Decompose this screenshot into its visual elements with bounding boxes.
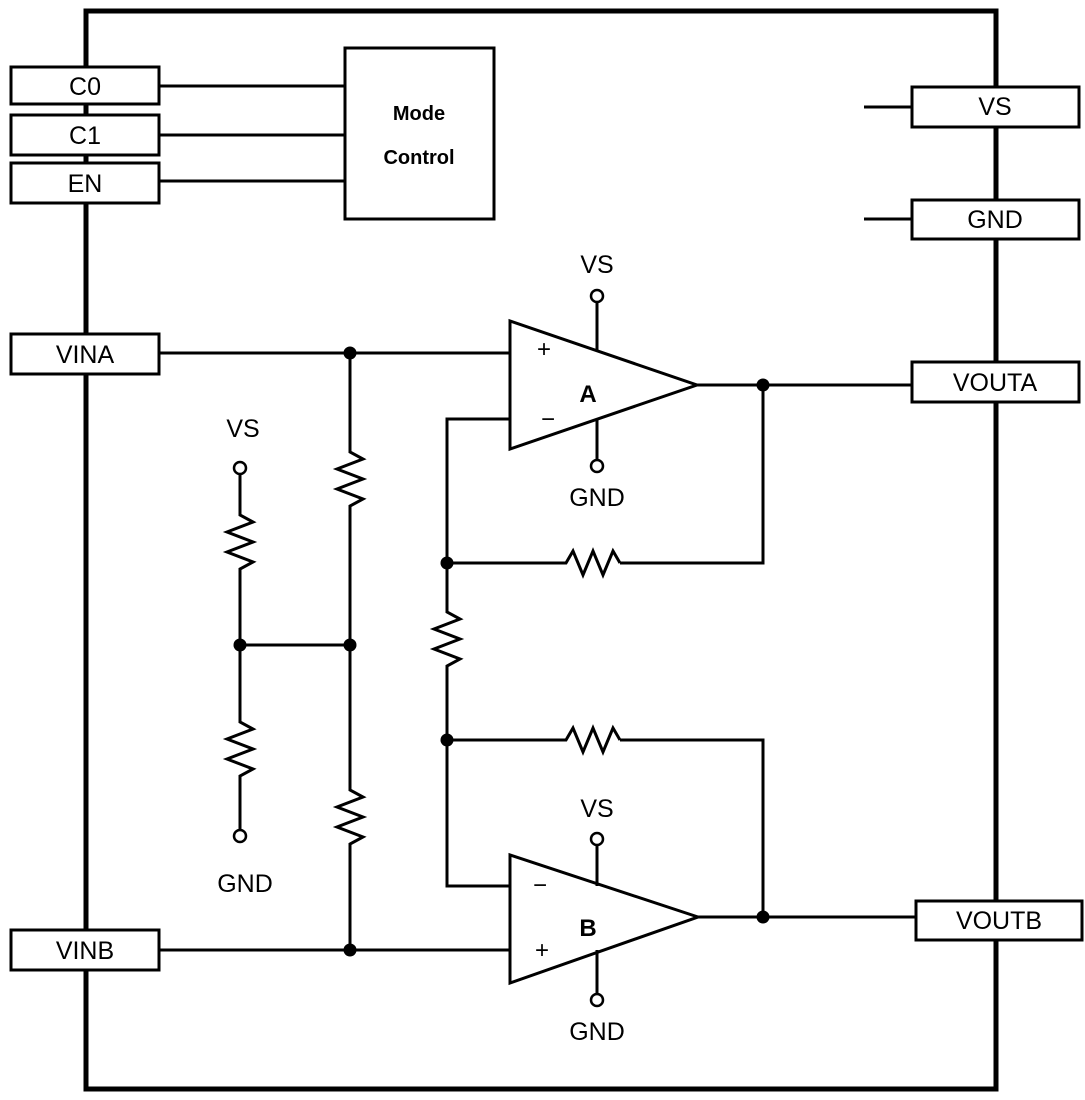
opamp-b-vs-terminal [589, 831, 605, 847]
resistor-bias-bottom [222, 645, 258, 830]
opamp-a-label: A [579, 381, 596, 408]
mode-control-block: Mode Control [343, 46, 496, 221]
junction-feedback-a [440, 556, 454, 570]
junction-mid [343, 638, 357, 652]
package-outline [83, 8, 999, 1092]
bias-vs-label: VS [226, 415, 259, 443]
resistor-feedback-a [447, 547, 622, 579]
pin-vs-label: VS [978, 93, 1011, 121]
pin-vs: VS [910, 85, 1081, 129]
junction-vinb [343, 943, 357, 957]
bias-gnd-label: GND [217, 870, 273, 898]
bias-gnd-terminal [232, 828, 248, 844]
junction-vina [343, 346, 357, 360]
pin-vinb-label: VINB [56, 937, 114, 965]
opamp-a-vs-terminal [589, 288, 605, 304]
junction-voutb [756, 910, 770, 924]
pin-gnd-label: GND [967, 206, 1023, 234]
junction-bias [233, 638, 247, 652]
resistor-gain [429, 563, 465, 740]
pin-c1-label: C1 [69, 122, 101, 150]
opamp-a-vs-label: VS [580, 251, 613, 279]
opamp-b-label: B [579, 915, 596, 942]
opamp-b: − + B [508, 852, 703, 986]
opamp-b-inverting-wire [445, 740, 510, 888]
junction-feedback-b [440, 733, 454, 747]
opamp-b-gnd-terminal [589, 992, 605, 1008]
resistor-bias-top [222, 474, 258, 645]
pin-vina-label: VINA [56, 341, 115, 369]
pin-en-label: EN [68, 170, 103, 198]
pin-voutb: VOUTB [914, 899, 1084, 942]
mode-control-line1: Mode [393, 103, 445, 125]
pin-vinb: VINB [9, 928, 161, 972]
opamp-a-minus: − [541, 406, 555, 433]
resistor-feedback-b [447, 724, 622, 756]
pin-vina: VINA [9, 332, 161, 376]
opamp-b-triangle [508, 852, 703, 986]
opamp-a-gnd-terminal [589, 458, 605, 474]
opamp-b-minus: − [533, 872, 547, 899]
pin-c0-label: C0 [69, 73, 101, 101]
opamp-b-feedback-right [620, 738, 765, 917]
pin-vouta: VOUTA [910, 360, 1081, 404]
opamp-a: + − A [508, 318, 702, 452]
opamp-a-triangle [508, 318, 702, 452]
bias-vs-terminal [232, 460, 248, 476]
pin-en: EN [9, 161, 161, 205]
opamp-b-gnd-label: GND [569, 1018, 625, 1046]
mode-control-line2: Control [383, 147, 454, 169]
opamp-b-plus: + [535, 937, 549, 964]
pin-voutb-label: VOUTB [956, 907, 1042, 935]
opamp-b-vs-label: VS [580, 795, 613, 823]
resistor-vina-mid [332, 353, 368, 645]
opamp-a-gnd-label: GND [569, 484, 625, 512]
bias-divider: VS GND [217, 415, 273, 898]
junction-vouta [756, 378, 770, 392]
opamp-a-inverting-wire [445, 417, 510, 563]
pin-c1: C1 [9, 113, 161, 157]
opamp-a-plus: + [537, 336, 551, 363]
pin-gnd: GND [910, 198, 1081, 241]
pin-c0: C0 [9, 65, 161, 106]
resistor-mid-vinb [332, 645, 368, 950]
pin-vouta-label: VOUTA [953, 369, 1038, 397]
opamp-a-feedback-right [620, 385, 765, 565]
